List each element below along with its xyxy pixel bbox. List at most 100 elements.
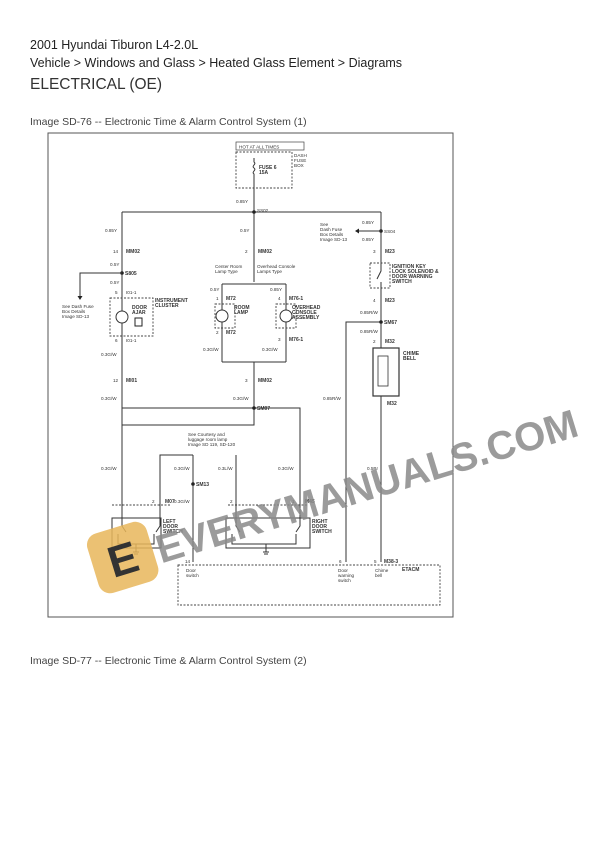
hot-box [235,141,305,151]
connector-label: M76-1 [289,337,303,343]
wire-label: 0.5Y [210,287,219,292]
component-label: INSTRUMENT [155,298,188,304]
terminal-label: switch [186,573,199,578]
component-label: BELL [403,356,416,362]
branch-wire [221,283,287,425]
fuse-label: FUSE 6 [259,165,277,171]
connector-label: M72 [226,296,236,302]
connector-label: MI01 [126,378,137,384]
connector-label: M38-3 [384,559,398,565]
terminal-label: Door [186,568,196,573]
wire-label: 0.85R/W [323,396,342,401]
instrument-cluster-box [109,297,154,337]
pin-number: 3 [278,337,281,342]
wire-label: 0.85Y [105,228,117,233]
reference-note: See [320,222,329,227]
component-label: CLUSTER [155,303,179,309]
wire-label: 0.85Y [270,287,282,292]
reference-note: See Dash Fuse [62,304,94,309]
connector-label: M07 [165,499,175,505]
pin-number: 4 [278,296,281,301]
component-label: CONSOLE [292,310,317,316]
terminal-label: Door [338,568,348,573]
pin-number: 2 [373,339,376,344]
connector-label: M23 [385,298,395,304]
terminal-label: bell [375,573,382,578]
wire-label: 0.3G/W [203,347,219,352]
dash-fuse-label: FUSE [294,158,306,163]
pin-number: 14 [185,559,191,564]
dash-fuse-label: BOX [294,163,304,168]
switch-symbol [376,263,382,348]
chime-bell-icon [377,355,389,387]
fuse-label: 15A [259,170,269,176]
reference-note: luggage room lamp [188,437,228,442]
component-label: SWITCH [163,529,183,535]
pin-number: 2 [216,330,219,335]
terminal-label: warning [338,573,355,578]
connector-label: I01-1 [126,290,137,295]
overhead-console-box [275,303,297,329]
wire-label: 0.85Y [362,237,374,242]
figure-caption-1: Image SD-76 -- Electronic Time & Alarm C… [30,116,307,128]
breadcrumb[interactable]: Vehicle > Windows and Glass > Heated Gla… [30,56,403,70]
connector-label: M32 [385,339,395,345]
pin-number: 14 [113,249,119,254]
component-label: DOOR WARNING [392,274,433,280]
pin-number: 2 [230,499,233,504]
component-label: RIGHT [312,519,328,525]
reference-note: Box Details [320,232,344,237]
lamp-icon [279,309,293,323]
splice-node [379,320,383,324]
lamp-icon [115,310,129,324]
reference-note: Image SD 119, SD-120 [188,442,236,447]
connector-label: M76-1 [289,296,303,302]
splice-node [252,406,256,410]
wire-label: 0.3G/W [262,347,278,352]
watermark: E EVERYMANUALS.COM [86,402,583,594]
wire-label: 0.85R/W [360,329,379,334]
pin-number: 4 [373,298,376,303]
connector-label: MM02 [258,378,272,384]
pin-number: 3 [245,378,248,383]
pin-number: 1 [216,296,219,301]
ignition-switch-box [369,262,391,289]
branch-wire [159,454,237,500]
component-label: ETACM [402,567,419,573]
component-label: LEFT [163,519,176,525]
wire-label: 0.85Y [362,220,374,225]
wire-label: 0.3G/W [174,466,190,471]
figure-caption-2: Image SD-77 -- Electronic Time & Alarm C… [30,655,307,667]
splice-label: SM13 [196,482,209,488]
option-label: Overhead Console [257,264,296,269]
splice-label: S805 [125,271,137,277]
component-label: OVERHEAD [292,305,321,311]
pin-number: 5 [374,559,377,564]
pin-number: 2 [152,499,155,504]
splice-node [252,210,256,214]
pin-number: 6 [115,338,118,343]
wire-label: 0.5Y [240,228,249,233]
ground-wire [121,407,301,562]
reference-note: Box Details [62,309,86,314]
terminal-label: Chime [375,568,389,573]
arrow-icon [77,296,83,300]
branch-wire [79,272,122,296]
wire-label: 0.5Y [110,262,119,267]
connector-label: I01-1 [126,338,137,343]
wire-label: 0.5Br [367,466,378,471]
room-lamp-box [214,303,236,329]
wire-label: 0.85R/W [360,310,379,315]
component-label: ASSEMBLY [292,315,320,321]
splice-node [191,482,195,486]
component-label: DOOR [312,524,327,530]
bus-wire [121,211,382,425]
connector-label: MM02 [258,249,272,255]
connector-label: MM02 [126,249,140,255]
wire-label: 0.3G/W [101,396,117,401]
reference-note: See Courtesy and [188,432,225,437]
component-label: ROOM [234,305,250,311]
arrow-icon [355,228,359,234]
wire-label: 0.3L/W [218,466,233,471]
ground-icon [263,551,269,555]
